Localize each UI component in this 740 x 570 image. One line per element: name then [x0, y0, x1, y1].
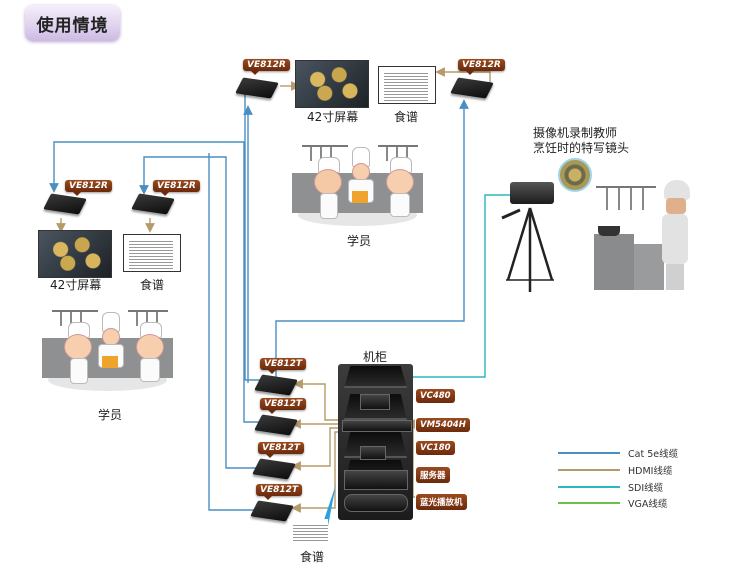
recipe-display: [378, 66, 436, 104]
transmitter-tag: VE812T: [260, 398, 307, 414]
server-device: [344, 470, 408, 490]
hdmi-cable: [293, 379, 345, 421]
legend-label: HDMI线缆: [628, 466, 673, 477]
classroom-kitchen-illustration: [290, 135, 425, 230]
cat5e-cable: [208, 153, 256, 511]
section-title: 使用情境: [25, 5, 120, 41]
recipe-display: [123, 234, 181, 272]
video-camera-icon: [510, 182, 554, 204]
bluray-player-device: [344, 494, 408, 512]
hdmi-cable: [435, 67, 491, 83]
legend-label: SDI线缆: [628, 483, 664, 494]
legend-label: Cat 5e线缆: [628, 449, 679, 460]
students-label: 学员: [98, 408, 123, 422]
recipe-label: 食谱: [300, 550, 325, 564]
hdmi-cable: [291, 427, 345, 471]
screen-label: 42寸屏幕: [50, 278, 102, 292]
equipment-rack: [338, 364, 413, 520]
tripod-icon: [501, 207, 554, 292]
closeup-bubble: [558, 158, 592, 192]
legend-swatch: [558, 469, 620, 471]
device-tag-server: 服务器: [416, 467, 450, 483]
camera-caption: 摄像机录制教师 烹饪时的特写镜头: [533, 126, 629, 156]
device-tag-bluray: 蓝光播放机: [416, 494, 467, 510]
legend-item: HDMI线缆: [558, 463, 672, 477]
vc180-device: [360, 446, 386, 460]
cat5e-cable: [49, 141, 260, 423]
legend-item: Cat 5e线缆: [558, 446, 678, 460]
transmitter-tag: VE812T: [258, 442, 305, 458]
display-screen: [295, 60, 369, 108]
device-tag-vm5404h: VM5404H: [416, 418, 470, 432]
cat5e-cable: [139, 156, 258, 469]
device-tag-vc180: VC180: [416, 441, 455, 455]
sdi-cable: [378, 194, 510, 378]
legend-item: VGA线缆: [558, 496, 667, 510]
classroom-kitchen-illustration: [40, 300, 175, 395]
legend-label: VGA线缆: [628, 499, 668, 510]
recipe-label: 食谱: [394, 110, 419, 124]
camera-caption-line: 摄像机录制教师: [533, 126, 618, 140]
recipe-label: 食谱: [140, 278, 165, 292]
legend-swatch: [558, 452, 620, 454]
device-tag-vc480: VC480: [416, 389, 455, 403]
legend-swatch: [558, 486, 620, 488]
display-beam: [322, 484, 336, 526]
vc480-device: [360, 394, 390, 410]
legend-item: SDI线缆: [558, 480, 663, 494]
cat5e-cable: [275, 99, 469, 378]
display-screen: [38, 230, 112, 278]
receiver-tag: VE812R: [153, 180, 200, 196]
transmitter-tag: VE812T: [260, 358, 307, 374]
camera-caption-line: 烹饪时的特写镜头: [533, 141, 630, 155]
teacher-kitchen-illustration: [592, 180, 712, 292]
transmitter-tag: VE812T: [256, 484, 303, 500]
rack-label: 机柜: [363, 350, 388, 364]
receiver-tag: VE812R: [458, 59, 505, 75]
recipe-display: [288, 519, 328, 543]
students-label: 学员: [347, 234, 372, 248]
receiver-tag: VE812R: [65, 180, 112, 196]
legend-swatch: [558, 502, 620, 504]
screen-label: 42寸屏幕: [307, 110, 359, 124]
vm5404h-device: [342, 420, 412, 432]
receiver-tag: VE812R: [243, 59, 290, 75]
